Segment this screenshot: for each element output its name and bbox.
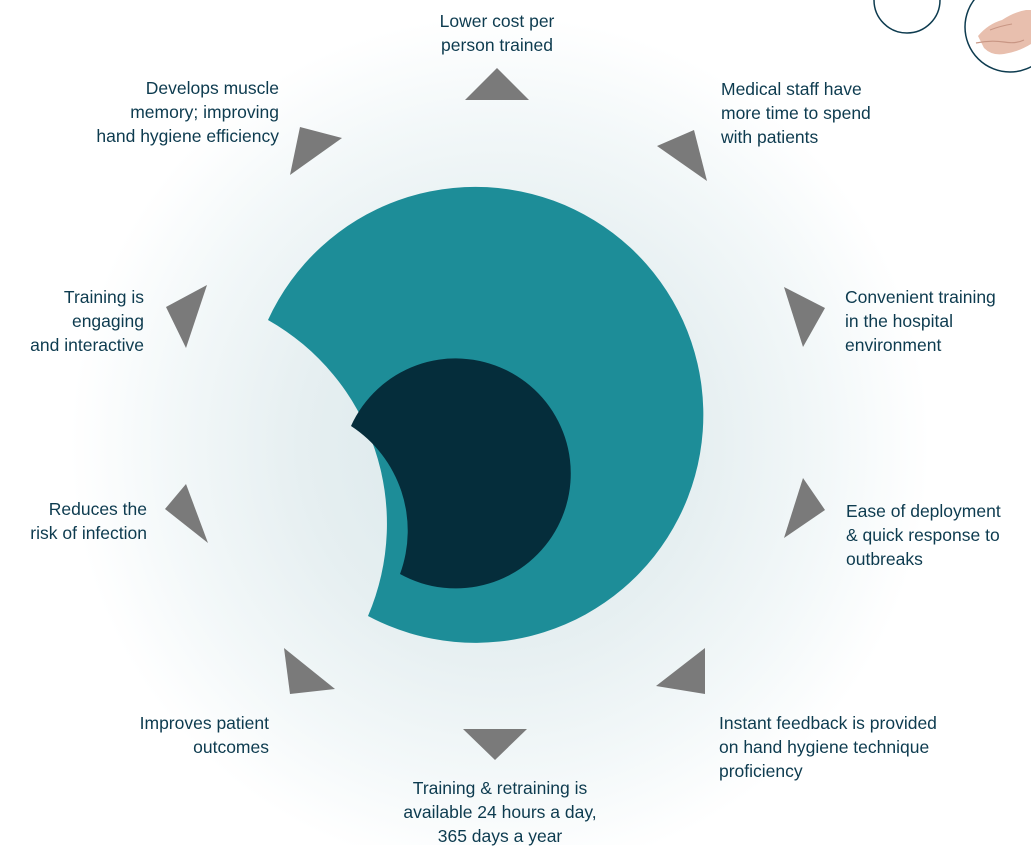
label-deployment: Ease of deployment & quick response to o…	[846, 501, 1001, 569]
label-staff-time: Medical staff have more time to spend wi…	[721, 79, 871, 147]
arrow-upper-right-icon	[657, 130, 707, 181]
arrow-right-icon	[784, 287, 825, 347]
label-lower-cost: Lower cost per person trained	[439, 11, 555, 55]
label-convenient: Convenient training in the hospital envi…	[845, 287, 996, 355]
inner-crescent	[351, 358, 571, 589]
arrow-up-icon	[465, 68, 529, 100]
label-outcomes: Improves patient outcomes	[139, 713, 269, 757]
arrow-lower-left-icon	[284, 648, 335, 694]
label-availability: Training & retraining is available 24 ho…	[403, 778, 597, 846]
hand-photo-icon	[873, 0, 1031, 73]
label-engaging: Training is engaging and interactive	[30, 287, 144, 355]
arrow-left-lower-icon	[165, 484, 208, 543]
label-muscle-memory: Develops muscle memory; improving hand h…	[96, 78, 279, 146]
label-feedback: Instant feedback is provided on hand hyg…	[719, 713, 937, 781]
arrow-lower-right-icon	[656, 648, 705, 694]
arrow-right-lower-icon	[784, 478, 825, 538]
arrow-upper-left-icon	[290, 127, 342, 175]
arrow-down-icon	[463, 729, 527, 760]
arrow-left-icon	[166, 285, 207, 348]
label-infection: Reduces the risk of infection	[30, 499, 147, 543]
